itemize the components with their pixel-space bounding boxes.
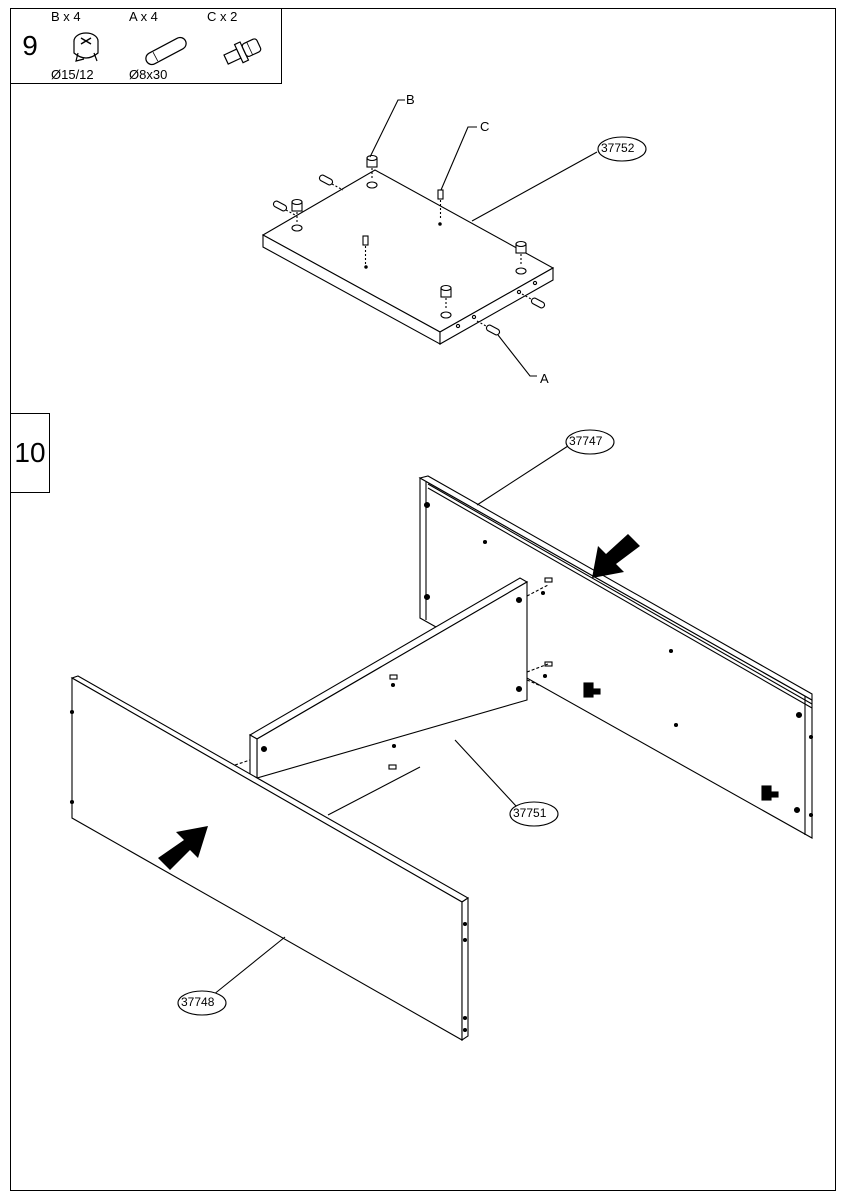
label-b: B bbox=[406, 92, 415, 107]
step-10-number: 10 bbox=[10, 413, 50, 493]
callout-37747 bbox=[565, 429, 615, 455]
part-number-37747: 37747 bbox=[569, 434, 603, 448]
label-c: C bbox=[480, 119, 490, 134]
panel-37747 bbox=[418, 475, 814, 839]
cam-bolt-icon bbox=[223, 38, 262, 65]
step-9-number: 9 bbox=[10, 8, 50, 84]
hardware-size: Ø15/12 bbox=[51, 67, 94, 82]
hardware-cell-b: B x 4 Ø15/12 bbox=[48, 8, 127, 84]
callout-37748 bbox=[177, 990, 227, 1016]
dowel-parts bbox=[272, 174, 546, 336]
direction-arrow-back bbox=[592, 534, 640, 578]
cam-lock-parts bbox=[291, 154, 527, 310]
page-frame bbox=[10, 8, 836, 1191]
hardware-cell-a: A x 4 Ø8x30 bbox=[126, 8, 205, 84]
part-number-37751: 37751 bbox=[513, 806, 547, 820]
hardware-qty: B x 4 bbox=[51, 9, 81, 24]
hardware-qty: A x 4 bbox=[129, 9, 158, 24]
cam-bolt-parts bbox=[362, 189, 444, 264]
direction-arrow-front bbox=[158, 826, 208, 870]
part-number-37752: 37752 bbox=[601, 141, 635, 155]
callout-37752 bbox=[597, 136, 647, 162]
callout-37751 bbox=[509, 801, 559, 827]
cam-lock-icon bbox=[73, 32, 99, 62]
panel-37748 bbox=[69, 675, 470, 1042]
panel-37752 bbox=[261, 169, 555, 345]
part-number-37748: 37748 bbox=[181, 995, 215, 1009]
hardware-size: Ø8x30 bbox=[129, 67, 168, 82]
label-a: A bbox=[540, 371, 549, 386]
hardware-qty: C x 2 bbox=[207, 9, 238, 24]
panel-37751 bbox=[234, 577, 553, 779]
dowel-icon bbox=[145, 36, 187, 66]
hardware-cell-c: C x 2 bbox=[204, 8, 282, 84]
